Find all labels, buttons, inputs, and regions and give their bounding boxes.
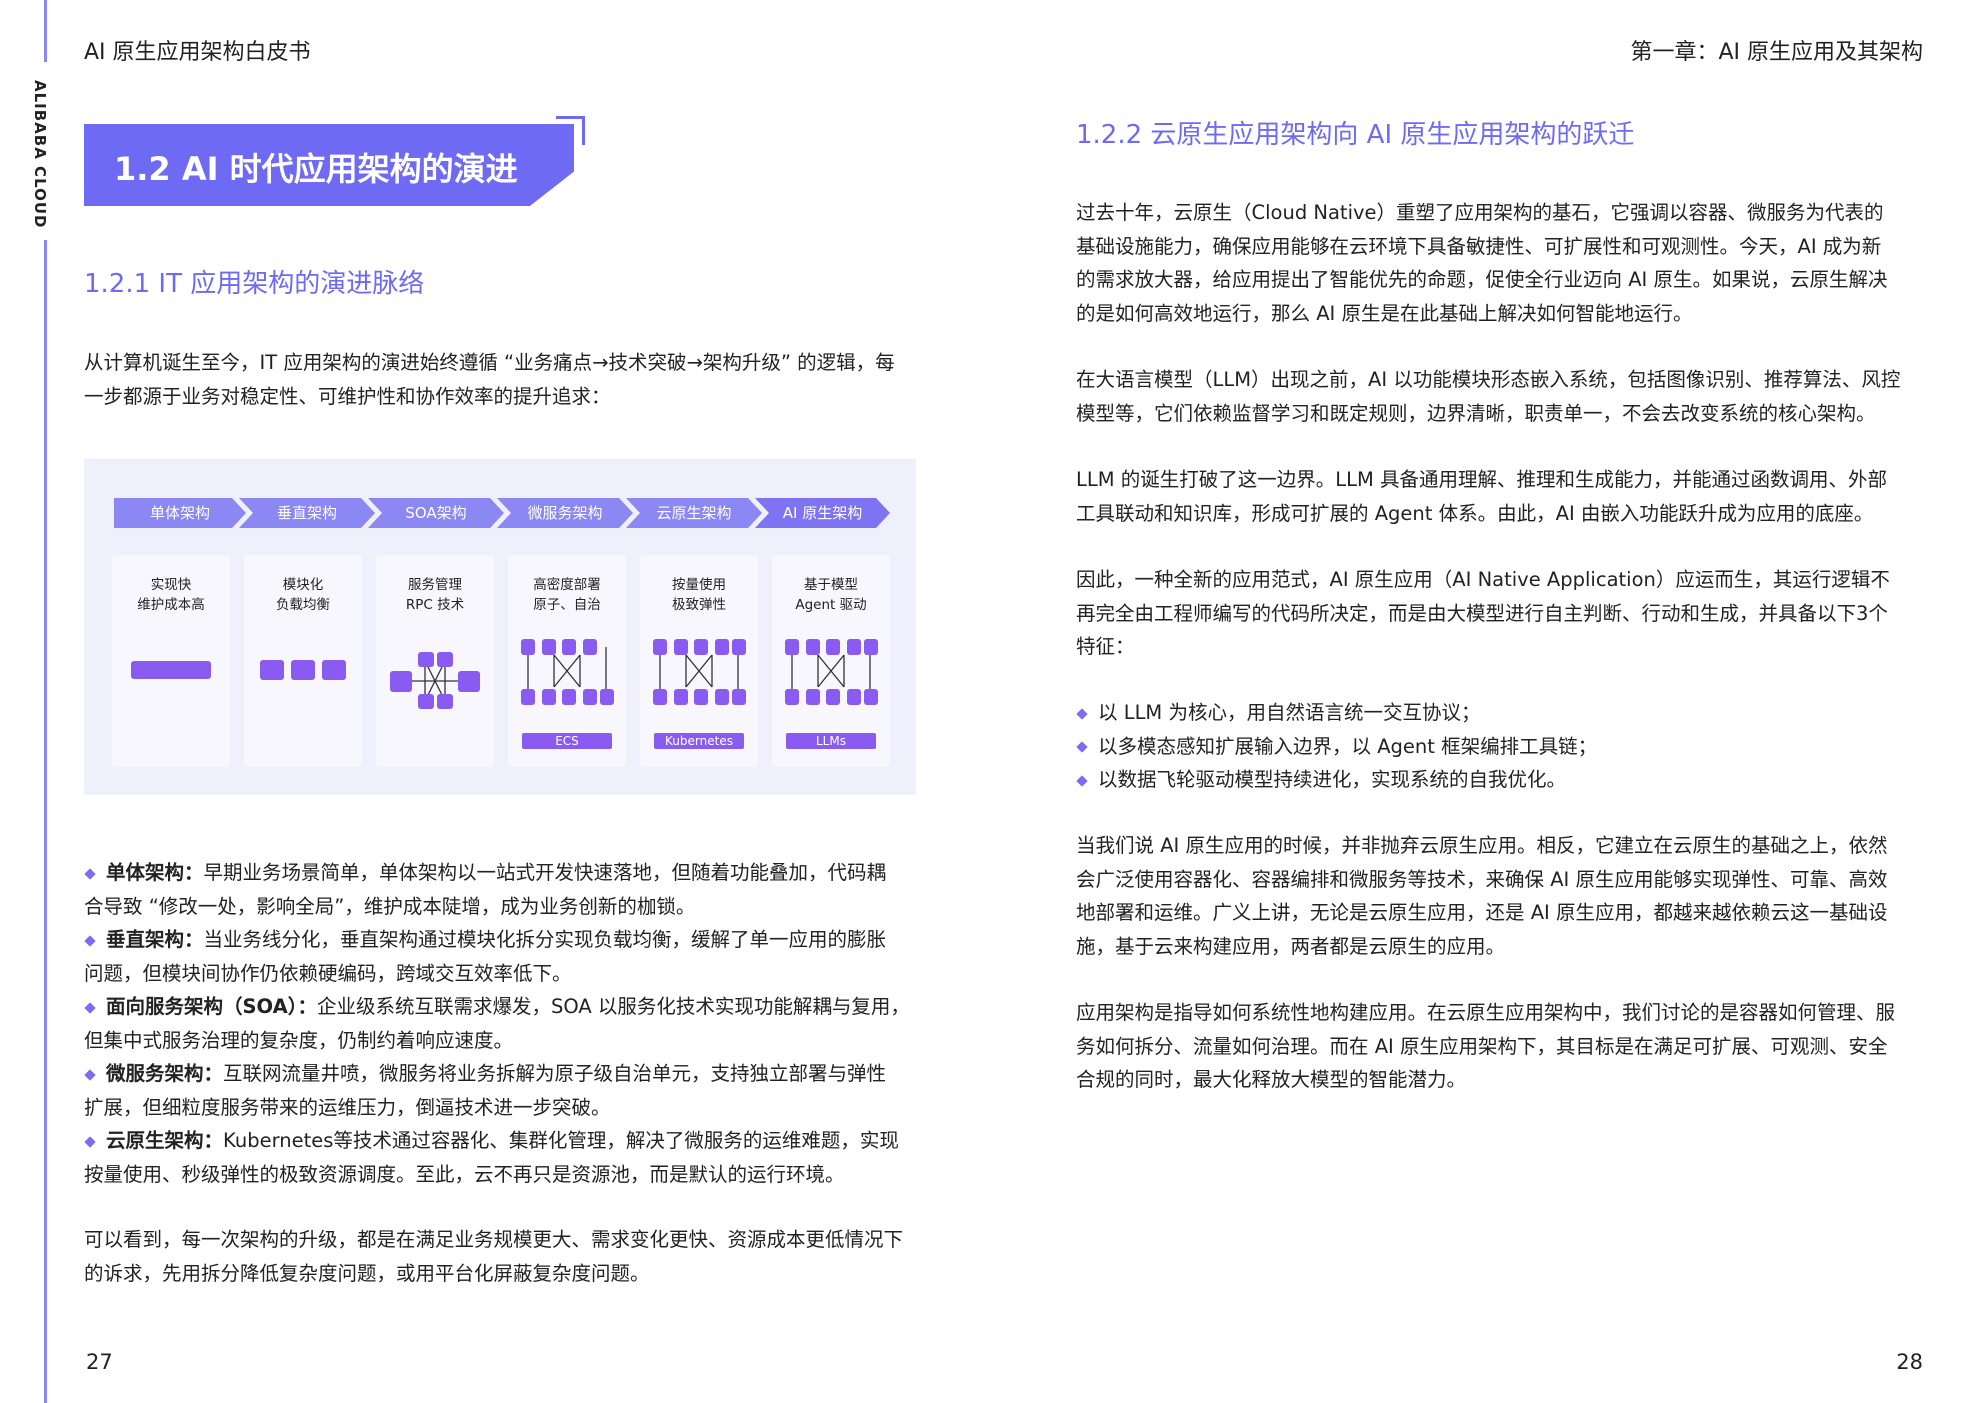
bullet-icon bbox=[1076, 741, 1088, 753]
header-right-title: 第一章：AI 原生应用及其架构 bbox=[1630, 40, 1923, 65]
architecture-evolution-diagram: 单体架构 垂直架构 SOA架构 微服务架构 云原生架构 AI 原生架构 实现快维… bbox=[84, 459, 916, 795]
tag-ecs: ECS bbox=[522, 733, 612, 749]
left-rule-bottom bbox=[44, 240, 47, 1403]
bullet-icon bbox=[84, 1001, 96, 1014]
card-cloud-native: 按量使用极致弹性 Kubernetes bbox=[640, 555, 758, 767]
right-para-1: 过去十年，云原生（Cloud Native）重塑了应用架构的基石，它强调以容器、… bbox=[1076, 201, 1888, 325]
tag-kubernetes: Kubernetes bbox=[654, 733, 744, 749]
module-block bbox=[291, 660, 315, 680]
left-bullet-list: 单体架构：早期业务场景简单，单体架构以一站式开发快速落地，但随着功能叠加，代码耦… bbox=[84, 856, 924, 1191]
list-item: 以多模态感知扩展输入边界，以 Agent 框架编排工具链； bbox=[1076, 730, 1926, 764]
header-left-title: AI 原生应用架构白皮书 bbox=[84, 40, 311, 65]
stage-vertical: 垂直架构 bbox=[239, 498, 375, 528]
right-para-3: LLM 的诞生打破了这一边界。LLM 具备通用理解、推理和生成能力，并能通过函数… bbox=[1076, 468, 1888, 525]
right-subsection-title: 1.2.2 云原生应用架构向 AI 原生应用架构的跃迁 bbox=[1076, 120, 1635, 150]
side-brand: ALIBABA CLOUD bbox=[31, 80, 49, 229]
left-rule-top bbox=[44, 0, 47, 62]
list-item-cont: 扩展，但细粒度服务带来的运维压力，倒逼技术进一步突破。 bbox=[84, 1095, 611, 1119]
cloud-native-grid bbox=[653, 639, 746, 705]
list-item: 以 LLM 为核心，用自然语言统一交互协议； bbox=[1076, 696, 1926, 730]
list-item: 垂直架构：当业务线分化，垂直架构通过模块化拆分实现负载均衡，缓解了单一应用的膨胀 bbox=[84, 923, 924, 957]
list-item-cont: 问题，但模块间协作仍依赖硬编码，跨域交互效率低下。 bbox=[84, 961, 572, 985]
card-microservice: 高密度部署原子、自治 ECS bbox=[508, 555, 626, 767]
right-para-6: 应用架构是指导如何系统性地构建应用。在云原生应用架构中，我们讨论的是容器如何管理… bbox=[1076, 1001, 1896, 1091]
stage-monolith: 单体架构 bbox=[114, 498, 246, 528]
right-para-5: 当我们说 AI 原生应用的时候，并非抛弃云原生应用。相反，它建立在云原生的基础之… bbox=[1076, 834, 1888, 958]
list-item: 面向服务架构（SOA）：企业级系统互联需求爆发，SOA 以服务化技术实现功能解耦… bbox=[84, 990, 924, 1024]
monolith-block bbox=[131, 661, 211, 679]
list-item: 云原生架构：Kubernetes等技术通过容器化、集群化管理，解决了微服务的运维… bbox=[84, 1124, 924, 1158]
list-item: 以数据飞轮驱动模型持续进化，实现系统的自我优化。 bbox=[1076, 763, 1926, 797]
page-number-right: 28 bbox=[1896, 1350, 1923, 1374]
microservice-grid bbox=[521, 639, 614, 705]
stage-microservice: 微服务架构 bbox=[497, 498, 633, 528]
feature-list: 以 LLM 为核心，用自然语言统一交互协议； 以多模态感知扩展输入边界，以 Ag… bbox=[1076, 696, 1926, 797]
card-vertical: 模块化负载均衡 bbox=[244, 555, 362, 767]
bullet-icon bbox=[84, 867, 96, 880]
stage-cloud-native: 云原生架构 bbox=[626, 498, 762, 528]
list-item-cont: 但集中式服务治理的复杂度，仍制约着响应速度。 bbox=[84, 1028, 514, 1052]
left-conclusion: 可以看到，每一次架构的升级，都是在满足业务规模更大、需求变化更快、资源成本更低情… bbox=[84, 1228, 904, 1285]
bullet-icon bbox=[84, 1068, 96, 1081]
card-monolith: 实现快维护成本高 bbox=[112, 555, 230, 767]
module-block bbox=[260, 660, 284, 680]
list-item-cont: 合导致 “修改一处，影响全局”，维护成本陡增，成为业务创新的枷锁。 bbox=[84, 894, 696, 918]
right-para-4: 因此，一种全新的应用范式，AI 原生应用（AI Native Applicati… bbox=[1076, 568, 1890, 658]
tag-llms: LLMs bbox=[786, 733, 876, 749]
right-para-2: 在大语言模型（LLM）出现之前，AI 以功能模块形态嵌入系统，包括图像识别、推荐… bbox=[1076, 368, 1901, 425]
bullet-icon bbox=[1076, 774, 1088, 787]
list-item: 微服务架构：互联网流量井喷，微服务将业务拆解为原子级自治单元，支持独立部署与弹性 bbox=[84, 1057, 924, 1091]
list-item-cont: 按量使用、秒级弹性的极致资源调度。至此，云不再只是资源池，而是默认的运行环境。 bbox=[84, 1162, 845, 1186]
soa-service-graph bbox=[390, 652, 480, 709]
stage-ai-native: AI 原生架构 bbox=[755, 498, 890, 528]
left-subsection-title: 1.2.1 IT 应用架构的演进脉络 bbox=[84, 269, 425, 299]
stage-soa: SOA架构 bbox=[368, 498, 504, 528]
bullet-icon bbox=[1076, 707, 1088, 720]
bullet-icon bbox=[84, 934, 96, 947]
module-block bbox=[322, 660, 346, 680]
list-item: 单体架构：早期业务场景简单，单体架构以一站式开发快速落地，但随着功能叠加，代码耦 bbox=[84, 856, 924, 890]
left-intro: 从计算机诞生至今，IT 应用架构的演进始终遵循 “业务痛点→技术突破→架构升级”… bbox=[84, 351, 895, 408]
page-number-left: 27 bbox=[86, 1350, 113, 1374]
bullet-icon bbox=[84, 1135, 96, 1148]
ai-native-grid bbox=[785, 639, 878, 705]
section-banner: 1.2 AI 时代应用架构的演进 bbox=[84, 124, 574, 206]
banner-corner-decoration bbox=[556, 116, 585, 145]
